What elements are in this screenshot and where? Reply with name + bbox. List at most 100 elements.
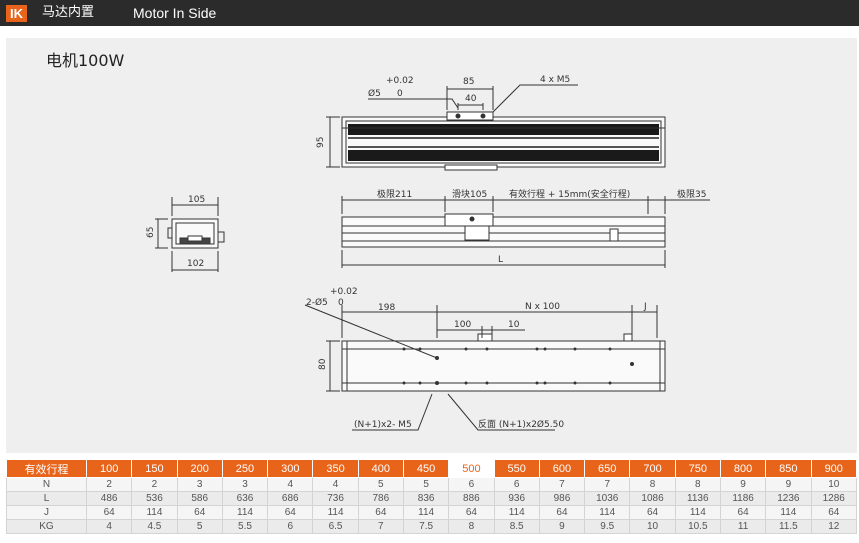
top-height: 95 — [316, 137, 326, 148]
spec-cell: 3 — [221, 477, 269, 492]
end-view-labels: 105 102 65 — [146, 195, 205, 269]
spec-cell: 586 — [176, 491, 223, 506]
spec-cell: 1286 — [810, 491, 857, 506]
spec-header-label: 有效行程 — [6, 459, 87, 478]
spec-header-stroke: 350 — [312, 459, 359, 478]
spec-row-label: L — [6, 491, 87, 506]
spec-cell: 10 — [629, 519, 676, 534]
spec-cell: 5 — [357, 477, 404, 492]
spec-cell: 736 — [312, 491, 359, 506]
bottom-height: 80 — [318, 358, 328, 370]
spec-cell: 114 — [221, 505, 269, 520]
spec-cell: 114 — [674, 505, 721, 520]
spec-cell: 64 — [810, 505, 857, 520]
spec-cell: 8 — [629, 477, 676, 492]
spec-header-stroke: 150 — [131, 459, 178, 478]
spec-cell: 10.5 — [674, 519, 721, 534]
bottom-note-right: 反面 (N+1)x2Ø5.50 — [478, 419, 564, 430]
model-subtitle: 电机100W — [46, 51, 125, 70]
spec-cell: 786 — [357, 491, 404, 506]
header-bar: IK 马达内置 Motor In Side — [0, 0, 859, 26]
bottom-dim-j: J — [643, 302, 647, 312]
bottom-dim-198: 198 — [378, 303, 395, 313]
spec-cell: 2 — [131, 477, 178, 492]
spec-header-stroke: 300 — [267, 459, 314, 478]
series-tag: IK — [6, 5, 27, 22]
spec-cell: 7.5 — [402, 519, 450, 534]
spec-cell: 6 — [267, 519, 314, 534]
spec-cell: 636 — [221, 491, 269, 506]
spec-cell: 64 — [85, 505, 133, 520]
bottom-tol-lower: 0 — [338, 298, 344, 308]
spec-cell: 64 — [176, 505, 223, 520]
side-limit-left: 极限211 — [377, 188, 412, 200]
side-length: L — [498, 255, 503, 265]
spec-cell: 64 — [719, 505, 767, 520]
bottom-dim-10: 10 — [508, 320, 520, 330]
spec-header-stroke: 400 — [357, 459, 404, 478]
spec-cell: 11.5 — [765, 519, 812, 534]
spec-header-stroke: 450 — [402, 459, 450, 478]
top-view-labels: +0.02 Ø5 0 85 40 4 x M5 95 — [316, 75, 570, 148]
side-view — [341, 196, 710, 268]
side-slider: 滑块105 — [452, 188, 487, 200]
spec-cell: 64 — [267, 505, 314, 520]
spec-cell: 8 — [448, 519, 495, 534]
spec-header-stroke: 250 — [221, 459, 269, 478]
spec-cell: 11 — [719, 519, 767, 534]
spec-row-label: N — [6, 477, 87, 492]
spec-cell: 686 — [267, 491, 314, 506]
spec-cell: 4 — [85, 519, 133, 534]
spec-cell: 64 — [357, 505, 404, 520]
spec-cell: 9 — [719, 477, 767, 492]
spec-header-stroke: 700 — [629, 459, 676, 478]
top-dim-40: 40 — [465, 94, 477, 104]
bottom-tol-upper: +0.02 — [330, 287, 358, 297]
spec-cell: 1136 — [674, 491, 721, 506]
spec-cell: 6 — [493, 477, 540, 492]
spec-header-stroke: 750 — [674, 459, 721, 478]
bottom-view-labels: +0.02 2-Ø5 0 198 N x 100 J 100 10 80 (N+… — [306, 287, 647, 430]
spec-header-stroke: 500 — [448, 459, 495, 478]
top-tol-lower: 0 — [397, 89, 403, 99]
spec-cell: 9 — [538, 519, 586, 534]
spec-cell: 6 — [448, 477, 495, 492]
spec-cell: 1036 — [584, 491, 631, 506]
side-stroke: 有效行程 + 15mm(安全行程) — [509, 188, 630, 200]
spec-cell: 64 — [538, 505, 586, 520]
end-width-top: 105 — [188, 195, 205, 205]
spec-cell: 1086 — [629, 491, 676, 506]
spec-header-stroke: 200 — [176, 459, 223, 478]
spec-cell: 836 — [402, 491, 450, 506]
spec-cell: 4.5 — [131, 519, 178, 534]
spec-header-stroke: 100 — [85, 459, 133, 478]
spec-header-stroke: 550 — [493, 459, 540, 478]
top-dim-85: 85 — [463, 77, 474, 87]
bottom-hole: 2-Ø5 — [306, 297, 328, 308]
header-title-en: Motor In Side — [133, 5, 217, 21]
bottom-pitch: N x 100 — [525, 302, 560, 312]
spec-cell: 114 — [493, 505, 540, 520]
spec-cell: 536 — [131, 491, 178, 506]
side-limit-right: 极限35 — [677, 188, 706, 200]
technical-drawing: +0.02 Ø5 0 85 40 4 x M5 95 105 102 65 — [146, 75, 710, 431]
spec-header-stroke: 600 — [538, 459, 586, 478]
spec-cell: 886 — [448, 491, 495, 506]
spec-cell: 8 — [674, 477, 721, 492]
spec-cell: 8.5 — [493, 519, 540, 534]
spec-cell: 114 — [584, 505, 631, 520]
spec-cell: 1236 — [765, 491, 812, 506]
spec-header-stroke: 800 — [719, 459, 767, 478]
spec-cell: 1186 — [719, 491, 767, 506]
end-height: 65 — [146, 227, 156, 238]
spec-header-stroke: 900 — [810, 459, 857, 478]
spec-cell: 486 — [85, 491, 133, 506]
spec-cell: 2 — [85, 477, 133, 492]
spec-cell: 114 — [131, 505, 178, 520]
top-tol-upper: +0.02 — [386, 76, 414, 86]
